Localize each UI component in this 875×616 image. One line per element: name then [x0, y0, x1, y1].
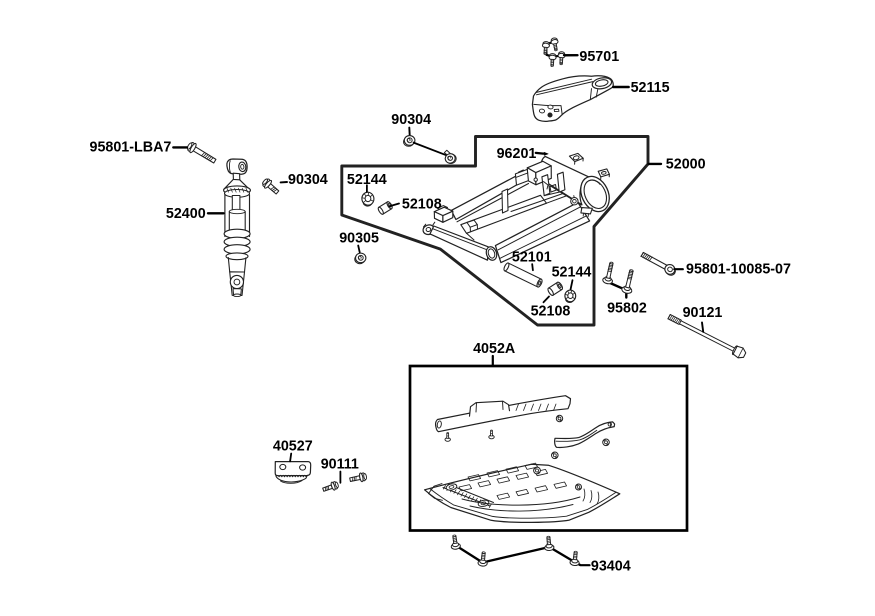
svg-text:40527: 40527 — [273, 438, 313, 454]
svg-text:4052A: 4052A — [473, 341, 515, 357]
svg-text:52115: 52115 — [631, 80, 670, 96]
svg-text:52144: 52144 — [552, 265, 592, 281]
svg-text:95801-LBA7: 95801-LBA7 — [90, 139, 172, 155]
svg-text:90304: 90304 — [391, 112, 431, 128]
svg-text:90304: 90304 — [288, 172, 328, 188]
svg-text:90121: 90121 — [683, 305, 723, 321]
svg-text:95801-10085-07: 95801-10085-07 — [686, 262, 791, 278]
svg-text:52000: 52000 — [666, 157, 706, 173]
svg-text:52400: 52400 — [166, 206, 206, 222]
svg-text:52144: 52144 — [347, 172, 387, 188]
svg-text:93404: 93404 — [591, 559, 631, 575]
svg-text:90111: 90111 — [321, 456, 359, 472]
svg-text:52108: 52108 — [531, 304, 571, 320]
svg-text:90305: 90305 — [339, 230, 379, 246]
svg-text:52101: 52101 — [512, 249, 552, 265]
svg-text:52108: 52108 — [402, 196, 442, 212]
svg-text:96201: 96201 — [497, 146, 537, 162]
svg-text:95802: 95802 — [607, 301, 647, 317]
svg-text:95701: 95701 — [579, 49, 619, 65]
